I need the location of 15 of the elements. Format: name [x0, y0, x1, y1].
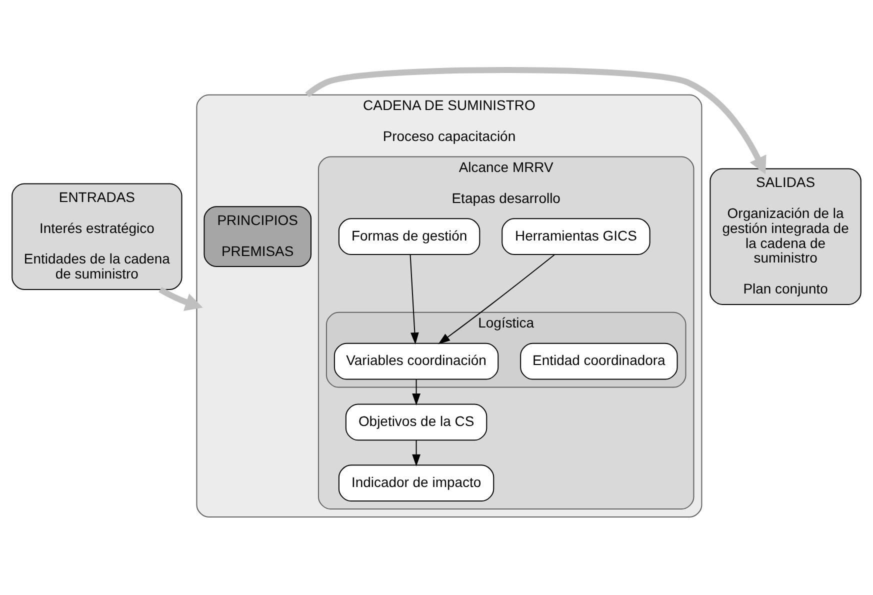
node-box: SALIDAS Organización de la gestión integrada de la cadena de suministro Plan conjunto: [710, 168, 862, 305]
arrow: [158, 287, 203, 311]
arrow: [305, 67, 766, 174]
arrow: [412, 440, 420, 466]
node-box: Formas de gestión: [338, 218, 480, 256]
node-box: Objetivos de la CS: [345, 404, 488, 441]
arrow: [412, 378, 420, 406]
node-box: PRINCIPIOS PREMISAS: [204, 206, 312, 268]
node-box: Entidad coordinadora: [520, 342, 678, 380]
node-box: Herramientas GICS: [502, 218, 650, 256]
arrow: [410, 254, 419, 345]
arrow: [438, 254, 555, 344]
node-box: Variables coordinación: [334, 342, 499, 380]
node-box: Indicador de impacto: [338, 464, 494, 502]
node-box: ENTRADAS Interés estratégico Entidades de la cadena de suministro: [12, 183, 182, 290]
